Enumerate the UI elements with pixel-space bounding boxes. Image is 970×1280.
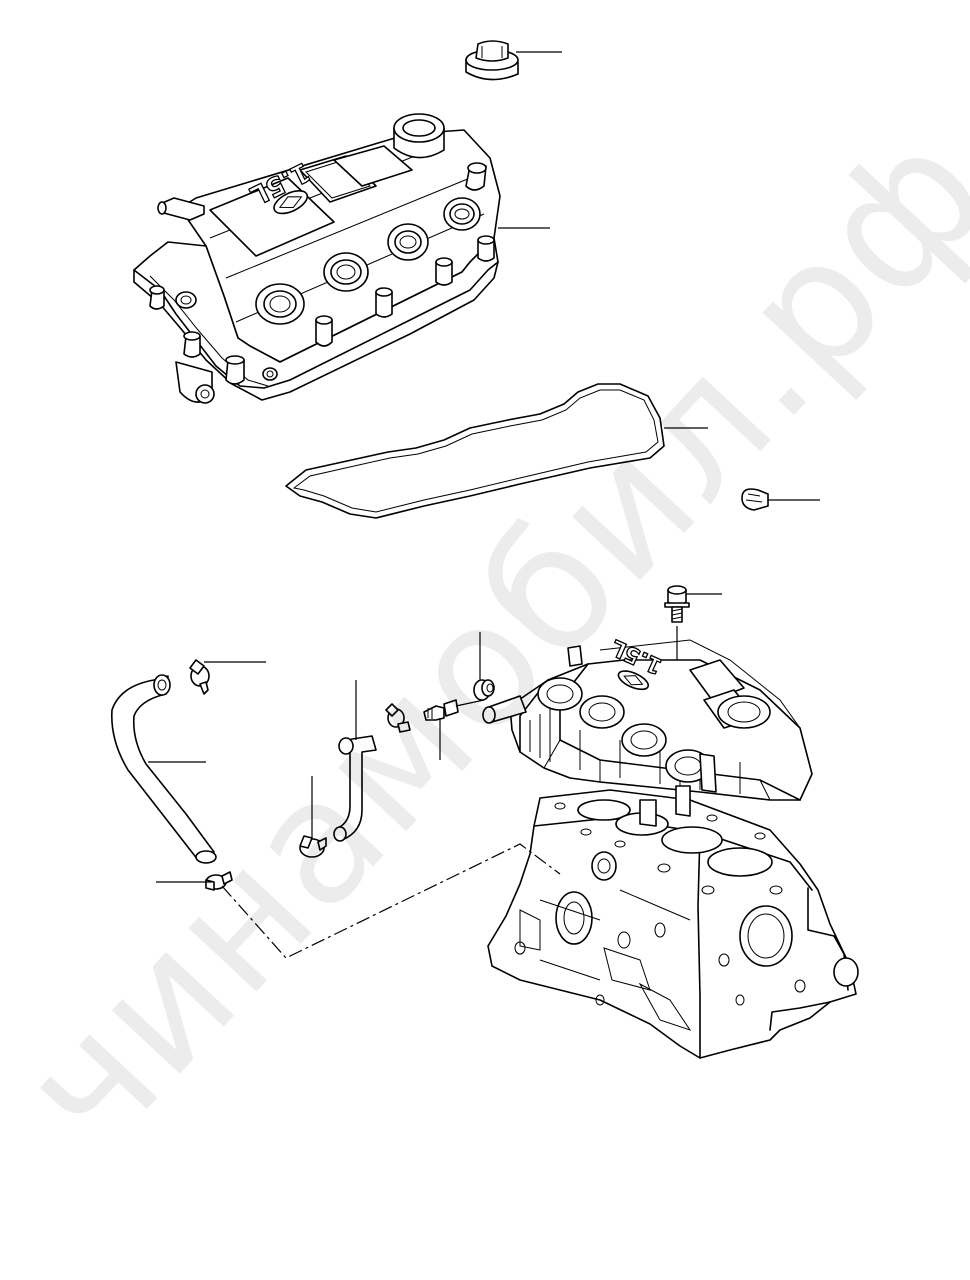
leader-line-spigot — [455, 699, 485, 707]
spark-plug-well-2 — [323, 252, 369, 292]
valve-cover-gasket — [285, 383, 708, 519]
cover-bolt-bosses — [149, 162, 495, 404]
pcv-valve — [423, 699, 459, 760]
hose-clamp-top — [189, 659, 266, 695]
hose-clamp-bottom — [156, 871, 233, 891]
pcv-grommet — [473, 632, 495, 701]
breather-tube — [157, 197, 205, 221]
spark-plug-well-4 — [443, 197, 481, 231]
hose-clamp-mid — [299, 776, 327, 858]
valve-cover — [133, 113, 550, 404]
cylinder-head — [482, 639, 813, 827]
hose-clamp-valve — [385, 703, 411, 733]
camshaft-plug — [741, 488, 820, 511]
oil-filler-cap — [465, 40, 562, 81]
spark-plug-well-3 — [387, 223, 429, 261]
spark-plug-well-1 — [255, 283, 305, 325]
filler-neck — [393, 113, 445, 159]
engine-block — [487, 789, 859, 1059]
assembly-line — [221, 843, 561, 959]
breather-hose-long — [111, 674, 217, 864]
breather-hose-short — [333, 680, 377, 842]
